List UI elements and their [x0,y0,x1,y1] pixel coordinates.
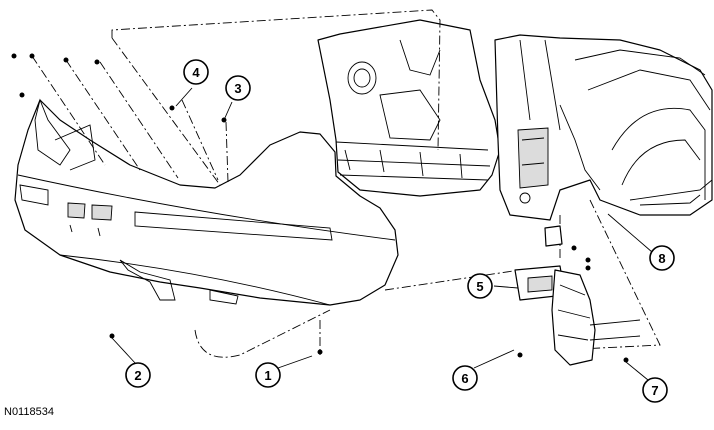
installation-outlines [31,9,661,358]
callout-4: 4 [183,59,209,85]
bumper-cover [14,98,399,306]
callout-1: 1 [255,362,281,388]
leader-lines [111,87,653,381]
callout-7-label: 7 [651,383,658,398]
callout-3-label: 3 [234,81,241,96]
callout-6: 6 [452,365,478,391]
callout-6-label: 6 [461,371,468,386]
callout-1-label: 1 [264,368,271,383]
callout-7: 7 [642,377,668,403]
fasteners [11,53,629,363]
callout-8-label: 8 [658,251,665,266]
callout-8: 8 [649,245,675,271]
bumper-bracket [514,225,641,366]
vehicle-rear-body [317,19,713,221]
callout-4-label: 4 [192,65,200,80]
callout-5: 5 [467,273,493,299]
figure-id-label: N0118534 [4,406,54,418]
callout-2: 2 [125,362,151,388]
callout-2-label: 2 [134,368,141,383]
callout-5-label: 5 [476,279,483,294]
callout-3: 3 [225,75,251,101]
